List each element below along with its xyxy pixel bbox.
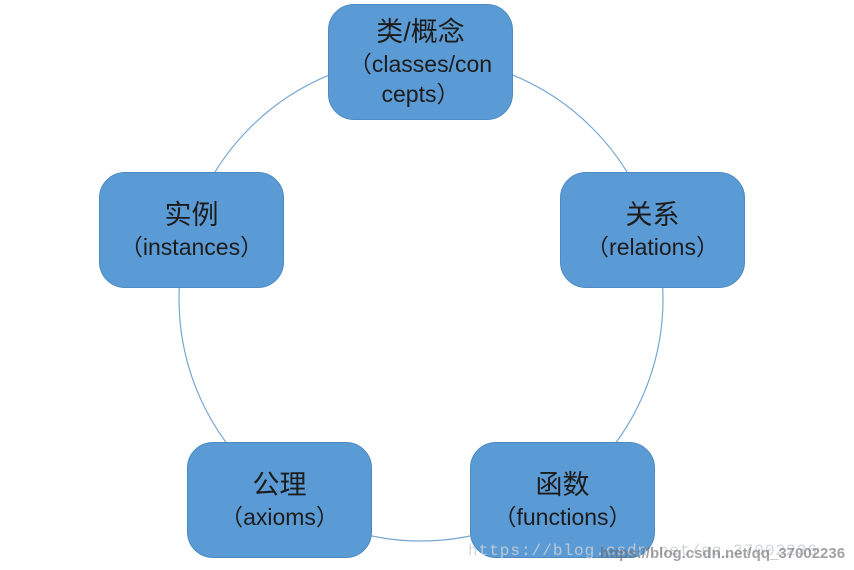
node-instances-label-en: （instances） (119, 233, 264, 260)
node-classes-label-zh: 类/概念 (376, 16, 465, 47)
node-classes-label-en-line2: cepts） (381, 80, 460, 107)
node-axioms-label-en: （axioms） (220, 503, 339, 530)
node-relations-label-zh: 关系 (625, 199, 680, 230)
node-relations: 关系 （relations） (560, 172, 745, 288)
node-functions: 函数 （functions） (470, 442, 655, 558)
node-instances: 实例 （instances） (99, 172, 284, 288)
node-functions-label-zh: 函数 (535, 469, 590, 500)
node-relations-label-en: （relations） (586, 233, 719, 260)
node-axioms: 公理 （axioms） (187, 442, 372, 558)
node-axioms-label-zh: 公理 (252, 469, 307, 500)
node-classes-concepts: 类/概念 （classes/con cepts） (328, 4, 513, 120)
node-functions-label-en: （functions） (493, 503, 632, 530)
node-instances-label-zh: 实例 (164, 199, 219, 230)
node-classes-label-en-line1: （classes/con (348, 50, 493, 77)
